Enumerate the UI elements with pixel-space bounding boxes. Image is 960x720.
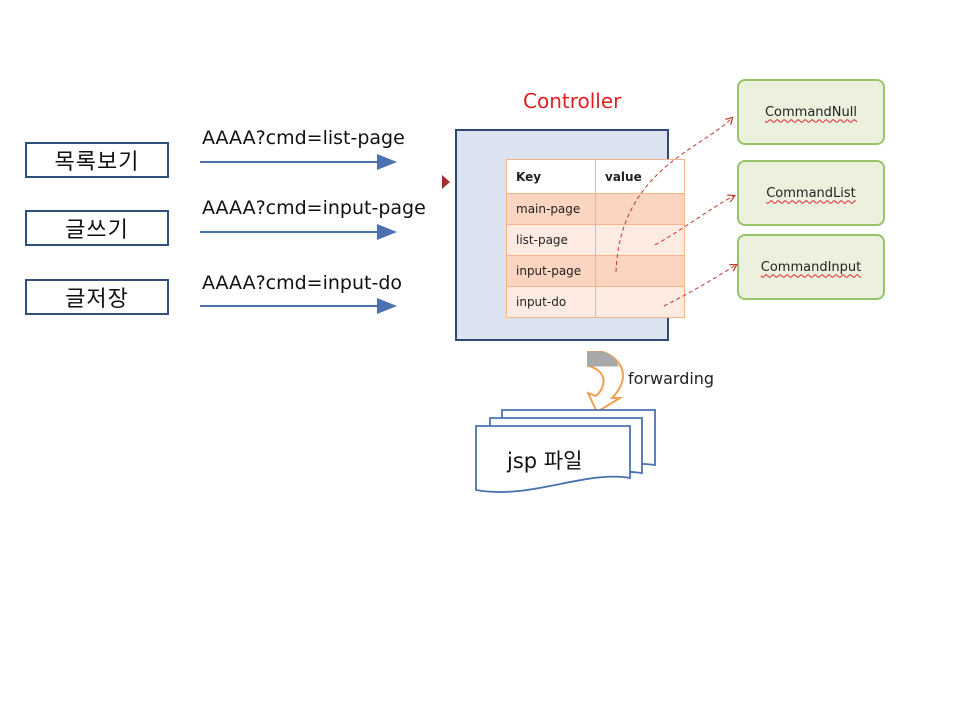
table-cell-value <box>595 286 685 318</box>
table-cell-key: main-page <box>506 193 596 225</box>
forwarding-label: forwarding <box>628 369 715 388</box>
command-box-list: CommandList <box>737 160 885 226</box>
mapping-arrow <box>663 265 736 307</box>
menu-label: 목록보기 <box>54 150 140 175</box>
menu-box-write[interactable]: 글쓰기 <box>25 210 169 246</box>
table-cell-value <box>595 255 685 287</box>
request-url-label: AAAA?cmd=input-do <box>202 272 403 294</box>
table-cell-value <box>595 224 685 256</box>
command-label: CommandList <box>766 185 856 201</box>
menu-label: 글저장 <box>65 287 129 312</box>
table-header-value: value <box>595 159 685 194</box>
entry-triangle-icon <box>442 175 450 189</box>
table-row: list-page <box>506 224 685 256</box>
mapping-arrow <box>654 196 734 246</box>
request-url-label: AAAA?cmd=input-page <box>202 197 426 219</box>
jsp-document-stack-icon <box>475 409 656 493</box>
mapping-arrow <box>615 118 732 273</box>
table-row: main-page <box>506 193 685 225</box>
table-cell-key: input-do <box>506 286 596 318</box>
menu-label: 글쓰기 <box>65 218 129 243</box>
table-header-row: Key value <box>506 159 685 194</box>
command-label: CommandNull <box>764 104 857 120</box>
menu-box-save[interactable]: 글저장 <box>25 279 169 315</box>
request-url-label: AAAA?cmd=list-page <box>202 127 405 149</box>
table-row: input-page <box>506 255 685 287</box>
table-cell-value <box>595 193 685 225</box>
command-box-input: CommandInput <box>737 234 885 300</box>
command-map-table: Key value main-page list-page input-page… <box>506 159 685 318</box>
menu-box-list[interactable]: 목록보기 <box>25 142 169 178</box>
table-row: input-do <box>506 286 685 318</box>
controller-title: Controller <box>523 89 622 113</box>
jsp-file-label: jsp 파일 <box>507 449 583 473</box>
forwarding-arrow-icon <box>586 351 624 414</box>
table-cell-key: input-page <box>506 255 596 287</box>
command-label: CommandInput <box>760 259 862 275</box>
command-box-null: CommandNull <box>737 79 885 145</box>
